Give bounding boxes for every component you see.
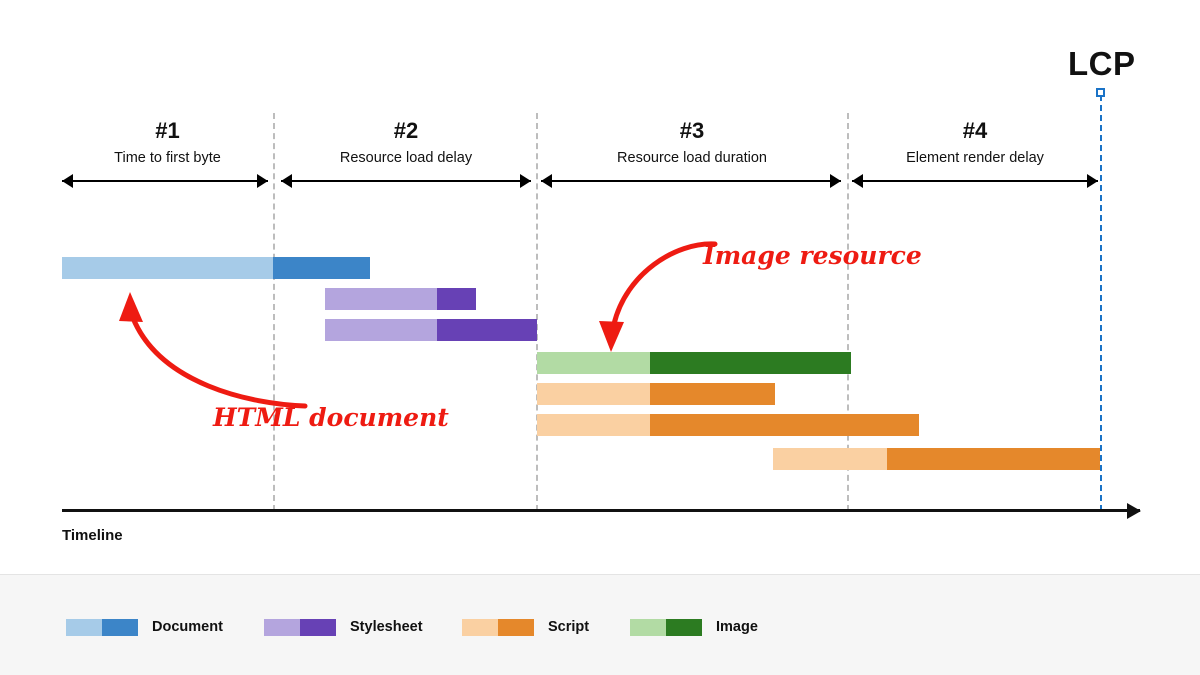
image-resource-annotation-text: Image resource [703, 241, 922, 270]
image-resource-arrow-icon [599, 241, 718, 352]
bar-segment-delay [325, 288, 437, 310]
bar-script-2[interactable] [537, 414, 919, 436]
legend: Document Stylesheet Script Image [0, 574, 1200, 675]
phase-2-measure-arrow [281, 174, 531, 188]
arrow-head-right-icon [1087, 174, 1098, 188]
timeline-axis-arrow-icon [1127, 503, 1141, 519]
phase-1-measure-arrow [62, 174, 268, 188]
phase-2-name: Resource load delay [339, 150, 473, 166]
legend-swatch-light [630, 618, 666, 636]
legend-swatch-dark [666, 618, 702, 636]
phase-3-number: #3 [679, 118, 705, 143]
legend-label-script: Script [548, 619, 590, 635]
arrow-head-right-icon [520, 174, 531, 188]
legend-swatch-stylesheet [264, 618, 336, 636]
bar-script-3[interactable] [773, 448, 1100, 470]
legend-label-document: Document [152, 619, 223, 635]
bar-stylesheet-1[interactable] [325, 288, 476, 310]
bar-segment-delay [773, 448, 887, 470]
bar-segment-duration [273, 257, 370, 279]
bar-segment-duration [650, 414, 919, 436]
bar-segment-duration [887, 448, 1100, 470]
legend-swatch-light [264, 618, 300, 636]
legend-item-script[interactable]: Script [462, 618, 589, 636]
lcp-label: LCP [1068, 45, 1136, 82]
phase-divider-3 [847, 113, 849, 511]
html-document-annotation-text: HTML document [213, 403, 449, 432]
phase-3-measure-arrow [541, 174, 841, 188]
phase-1: #1 Time to first byte [62, 118, 273, 168]
bar-segment-duration [437, 288, 476, 310]
phase-4-measure-arrow [852, 174, 1098, 188]
arrow-shaft [541, 180, 841, 182]
bar-segment-duration [437, 319, 537, 341]
phase-1-number: #1 [155, 118, 180, 143]
legend-swatch-image [630, 618, 702, 636]
bar-stylesheet-2[interactable] [325, 319, 537, 341]
phase-divider-1 [273, 113, 275, 511]
arrow-shaft [62, 180, 268, 182]
phase-divider-2 [536, 113, 538, 511]
legend-item-document[interactable]: Document [66, 618, 223, 636]
bar-html-document[interactable] [62, 257, 370, 279]
phase-4-name: Element render delay [906, 150, 1044, 166]
legend-label-stylesheet: Stylesheet [350, 619, 423, 635]
legend-item-stylesheet[interactable]: Stylesheet [264, 618, 423, 636]
bar-segment-delay [537, 352, 650, 374]
arrow-head-left-icon [541, 174, 552, 188]
legend-swatch-light [462, 618, 498, 636]
arrow-head-right-icon [830, 174, 841, 188]
phase-3: #3 Resource load duration [541, 118, 843, 168]
bar-segment-duration [650, 383, 775, 405]
bar-segment-delay [537, 383, 650, 405]
bar-segment-duration [650, 352, 851, 374]
bar-segment-delay [62, 257, 273, 279]
legend-swatch-script [462, 618, 534, 636]
phase-2-number: #2 [393, 118, 419, 143]
timeline-axis-label: Timeline [62, 527, 123, 544]
bar-segment-delay [537, 414, 650, 436]
phase-4: #4 Element render delay [852, 118, 1098, 168]
bar-segment-delay [325, 319, 437, 341]
html-document-arrow-icon [119, 292, 308, 409]
bar-script-1[interactable] [537, 383, 775, 405]
legend-swatch-dark [498, 618, 534, 636]
legend-swatch-dark [300, 618, 336, 636]
arrow-head-right-icon [257, 174, 268, 188]
bar-image-lcp[interactable] [537, 352, 851, 374]
legend-swatch-light [66, 618, 102, 636]
lcp-marker-line [1100, 95, 1102, 511]
arrow-shaft [852, 180, 1098, 182]
phase-3-name: Resource load duration [617, 150, 767, 166]
timeline-axis-line [62, 509, 1140, 512]
legend-swatch-dark [102, 618, 138, 636]
arrow-head-left-icon [62, 174, 73, 188]
legend-swatch-document [66, 618, 138, 636]
phase-4-number: #4 [962, 118, 988, 143]
arrow-head-left-icon [281, 174, 292, 188]
timeline-chart: LCP #1 Time to first byte #2 Resource lo… [62, 45, 1141, 544]
phase-2: #2 Resource load delay [281, 118, 531, 168]
legend-item-image[interactable]: Image [630, 618, 758, 636]
arrow-head-left-icon [852, 174, 863, 188]
legend-label-image: Image [716, 619, 758, 635]
phase-1-name: Time to first byte [114, 150, 221, 166]
arrow-shaft [281, 180, 531, 182]
